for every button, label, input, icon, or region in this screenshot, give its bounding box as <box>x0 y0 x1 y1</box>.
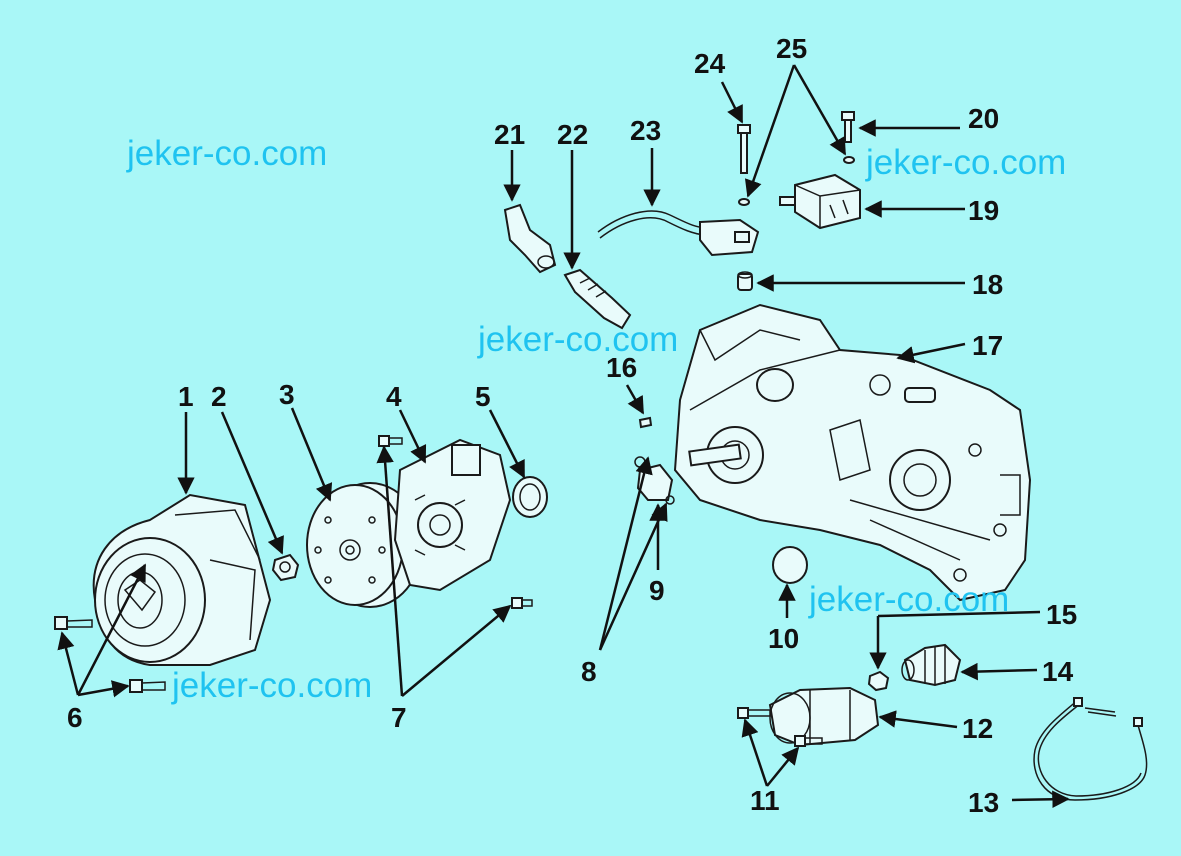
callout-8: 8 <box>581 656 597 687</box>
callout-14: 14 <box>1042 656 1074 687</box>
stator-screws <box>378 435 533 609</box>
dowel-pin <box>638 416 653 429</box>
callout-12: 12 <box>962 713 993 744</box>
callout-22: 22 <box>557 119 588 150</box>
callout-3: 3 <box>279 379 295 410</box>
callout-9: 9 <box>649 575 665 606</box>
leader-lines <box>57 64 1070 809</box>
callout-5: 5 <box>475 381 491 412</box>
starter-wire <box>1033 697 1148 801</box>
callout-13: 13 <box>968 787 999 818</box>
callout-numbers: 1 2 3 4 5 6 7 8 9 10 11 12 13 14 15 16 1… <box>67 33 1077 818</box>
watermark-text: jeker-co.com <box>127 134 328 173</box>
spark-plug <box>563 268 632 330</box>
callout-17: 17 <box>972 330 1003 361</box>
bushing <box>737 271 753 291</box>
starter-motor <box>768 686 880 747</box>
flywheel-cover <box>92 493 272 666</box>
callout-15: 15 <box>1046 599 1077 630</box>
watermark-text: jeker-co.com <box>866 143 1067 182</box>
regulator-screw <box>841 111 855 143</box>
coil-screw <box>737 124 751 174</box>
callout-19: 19 <box>968 195 999 226</box>
watermark-text: jeker-co.com <box>478 320 679 359</box>
callout-16: 16 <box>606 352 637 383</box>
ignition-coil <box>597 210 760 257</box>
starter-bolts <box>737 707 823 747</box>
nut <box>271 553 300 582</box>
washers <box>738 156 855 206</box>
oil-seal <box>512 476 548 518</box>
callout-25: 25 <box>776 33 807 64</box>
regulator <box>779 173 861 230</box>
cover-screws <box>54 616 166 693</box>
callout-23: 23 <box>630 115 661 146</box>
callout-7: 7 <box>391 702 407 733</box>
crankcase <box>673 303 1032 602</box>
callout-4: 4 <box>386 381 402 412</box>
watermark-text: jeker-co.com <box>172 666 373 705</box>
plug-cap <box>772 546 808 584</box>
callout-11: 11 <box>750 785 780 816</box>
callout-1: 1 <box>178 381 194 412</box>
callout-10: 10 <box>768 623 799 654</box>
callout-2: 2 <box>211 381 227 412</box>
watermark-text: jeker-co.com <box>809 580 1010 619</box>
callout-21: 21 <box>494 119 525 150</box>
gear-nut <box>867 670 890 692</box>
callout-20: 20 <box>968 103 999 134</box>
stator-plate <box>393 438 512 592</box>
callout-24: 24 <box>694 48 726 79</box>
small-cover <box>634 456 675 505</box>
spark-plug-cap <box>503 203 557 274</box>
callout-18: 18 <box>972 269 1003 300</box>
starter-gear <box>901 643 962 687</box>
callout-6: 6 <box>67 702 83 733</box>
